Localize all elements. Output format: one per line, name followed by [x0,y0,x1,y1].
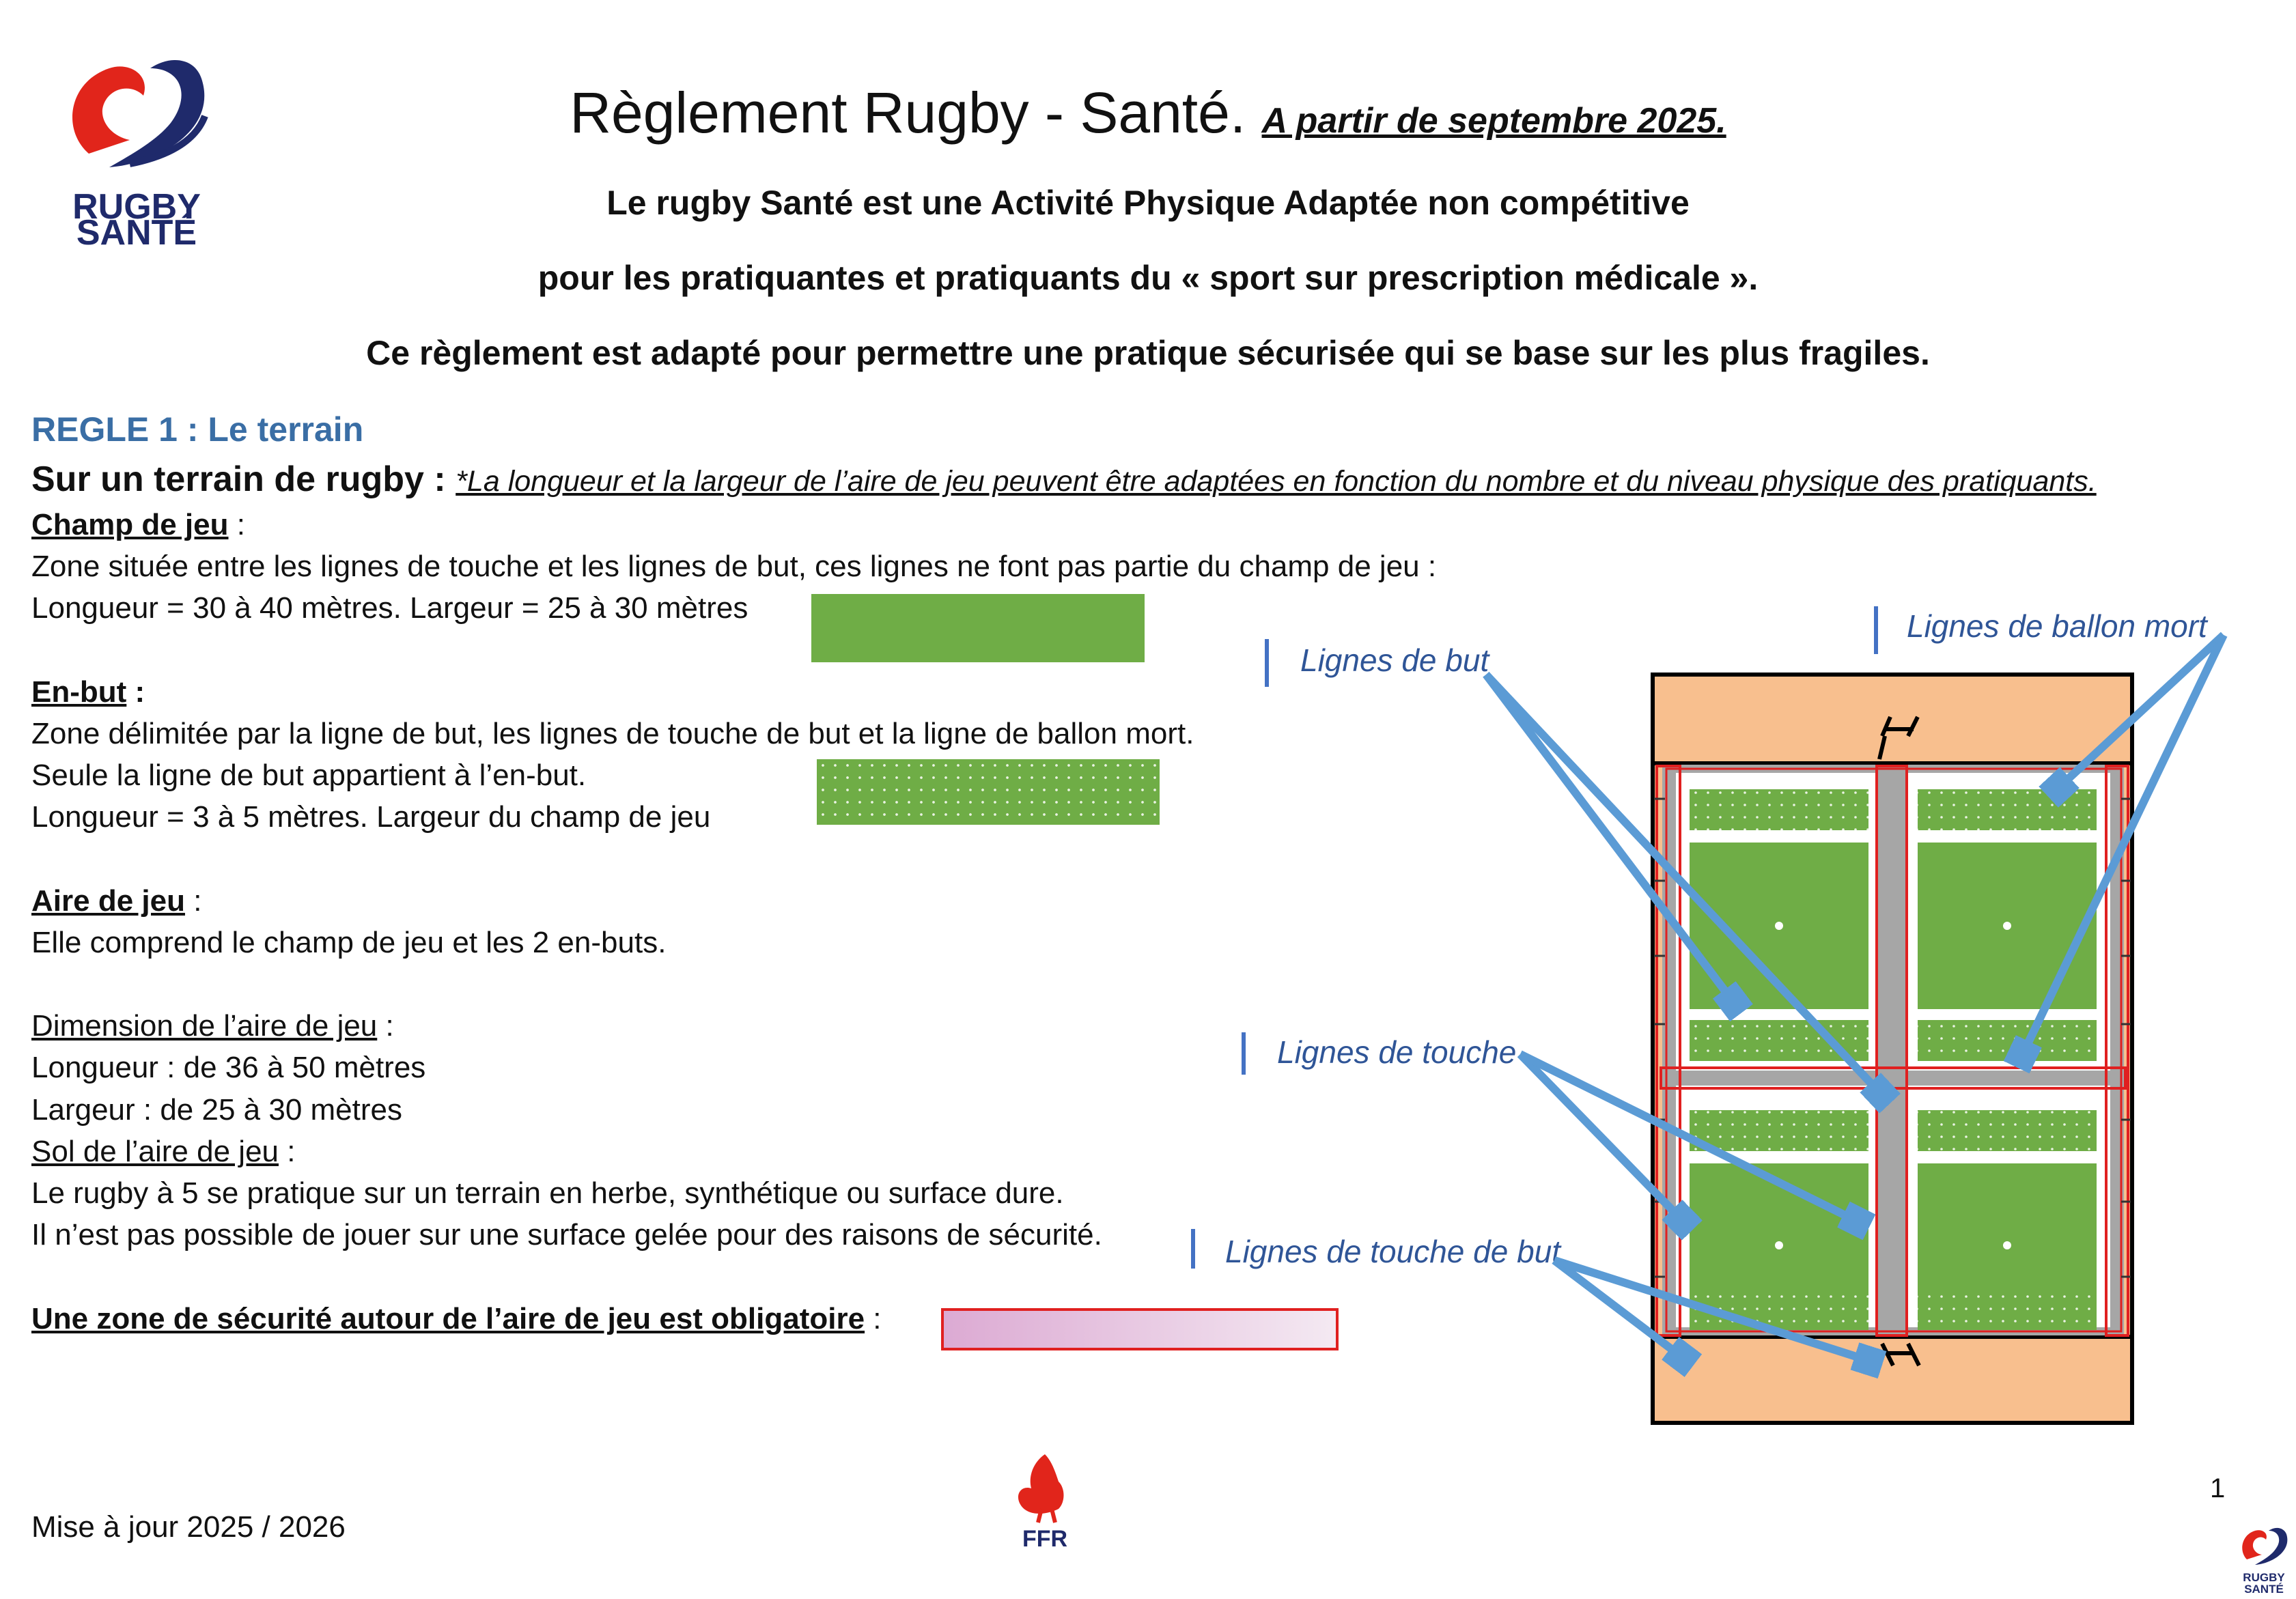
arrow-ballon-mort-1 [2057,632,2227,789]
label-bar-but [1265,639,1269,687]
field-quadrant-top-right [1918,789,2097,1061]
arrow-but-2 [1483,671,1882,1095]
secu-heading: Une zone de sécurité autour de l’aire de… [31,1301,882,1335]
svg-text:RUGBY: RUGBY [72,187,201,227]
svg-text:FFR: FFR [1022,1526,1067,1550]
arrow-touche-2 [1518,1050,1859,1222]
rugby-sante-small-logo: RUGBY SANTÉ [2235,1517,2293,1596]
intro-line-1: Le rugby Santé est une Activité Physique… [606,184,1690,222]
dim-longueur: Longueur : de 36 à 50 mètres [31,1051,426,1085]
ffr-logo: FFR [997,1447,1093,1552]
intro-line-3: Ce règlement est adapté pour permettre u… [366,334,1930,372]
enbut-swatch [817,759,1160,825]
center-divider-v [1878,765,1905,1335]
aire-heading: Aire de jeu : [31,883,202,918]
intro-line-2: pour les pratiquantes et pratiquants du … [537,259,1759,297]
title-date: A partir de septembre 2025. [1261,101,1726,141]
svg-text:SANTÉ: SANTÉ [2244,1583,2284,1595]
arrow-touche-1 [1517,1051,1684,1222]
rule-heading: REGLE 1 : Le terrain [31,410,364,449]
safety-zone-swatch [941,1308,1339,1350]
label-bar-touche [1242,1032,1246,1075]
aire-desc: Elle comprend le champ de jeu et les 2 e… [31,925,667,959]
champ-heading: Champ de jeu : [31,508,245,541]
champ-desc: Zone située entre les lignes de touche e… [31,550,1437,584]
enbut-heading: En-but : [31,675,145,709]
update-date: Mise à jour 2025 / 2026 [31,1510,346,1544]
page-number: 1 [2210,1473,2226,1503]
arrow-ballon-mort-2 [2021,633,2228,1057]
page-title: Règlement Rugby - Santé. A partir de sep… [0,75,2296,158]
terrain-note: *La longueur et la largeur de l’aire de … [456,465,2097,498]
enbut-dims: Longueur = 3 à 5 mètres. Largeur du cham… [31,800,711,834]
label-touche: Lignes de touche [1277,1034,1517,1070]
arrow-touche-but-2 [1553,1256,1871,1361]
rule-body: Champ de jeu : Zone située entre les lig… [31,504,1436,1340]
enbut-desc-1: Zone délimitée par la ligne de but, les … [31,716,1194,750]
terrain-lead: Sur un terrain de rugby : *La longueur e… [31,459,2097,500]
svg-text:RUGBY: RUGBY [2243,1571,2285,1584]
dim-largeur: Largeur : de 25 à 30 mètres [31,1092,402,1127]
arrow-touche-but-1 [1552,1257,1684,1359]
sol-desc-1: Le rugby à 5 se pratique sur un terrain … [31,1176,1064,1210]
terrain-lead-text: Sur un terrain de rugby : [31,459,446,499]
champ-swatch [811,594,1145,662]
label-touche-but: Lignes de touche de but [1225,1234,1561,1269]
sol-heading: Sol de l’aire de jeu : [31,1134,296,1168]
goal-post-top [1877,716,1920,760]
champ-dims: Longueur = 30 à 40 mètres. Largeur = 25 … [31,591,748,625]
enbut-desc-2: Seule la ligne de but appartient à l’en-… [31,759,587,793]
sol-desc-2: Il n’est pas possible de jouer sur une s… [31,1218,1102,1252]
dim-heading: Dimension de l’aire de jeu : [31,1009,394,1043]
title-text: Règlement Rugby - Santé. [570,81,1246,145]
label-but: Lignes de but [1300,642,1489,678]
label-bar-touche-but [1191,1229,1195,1269]
label-ballon-mort: Lignes de ballon mort [1907,608,2207,644]
arrow-but-1 [1483,672,1735,1004]
label-bar-ballon-mort [1874,606,1878,654]
